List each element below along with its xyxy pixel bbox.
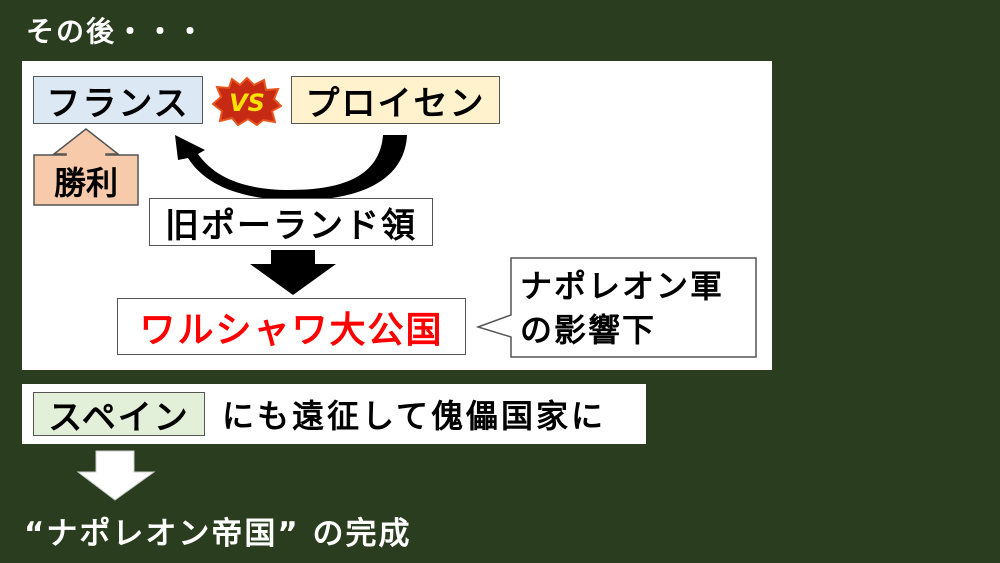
callout-line-2: の影響下	[520, 311, 657, 349]
vs-burst-icon: VS	[212, 76, 282, 126]
spain-box: スペイン	[33, 392, 205, 438]
old-poland-box: 旧ポーランド領	[149, 198, 433, 246]
curved-arrow-icon	[175, 135, 407, 201]
prussia-box: プロイセン	[291, 76, 500, 124]
conclusion-text: “ナポレオン帝国” の完成	[24, 516, 412, 552]
white-down-arrow-icon	[76, 450, 156, 501]
slide-title: その後・・・	[26, 15, 207, 48]
callout-line-1: ナポレオン軍	[520, 267, 725, 305]
victory-label: 勝利	[53, 164, 118, 202]
down-arrow-icon	[250, 250, 336, 295]
warsaw-box: ワルシャワ大公国	[117, 298, 466, 355]
victory-up-arrow	[33, 128, 139, 206]
callout-bubble	[476, 257, 757, 358]
spain-text: にも遠征して傀儡国家に	[222, 397, 607, 435]
callout-text: ナポレオン軍 の影響下	[520, 264, 724, 352]
france-box: フランス	[33, 76, 203, 124]
vs-label: VS	[229, 89, 265, 117]
